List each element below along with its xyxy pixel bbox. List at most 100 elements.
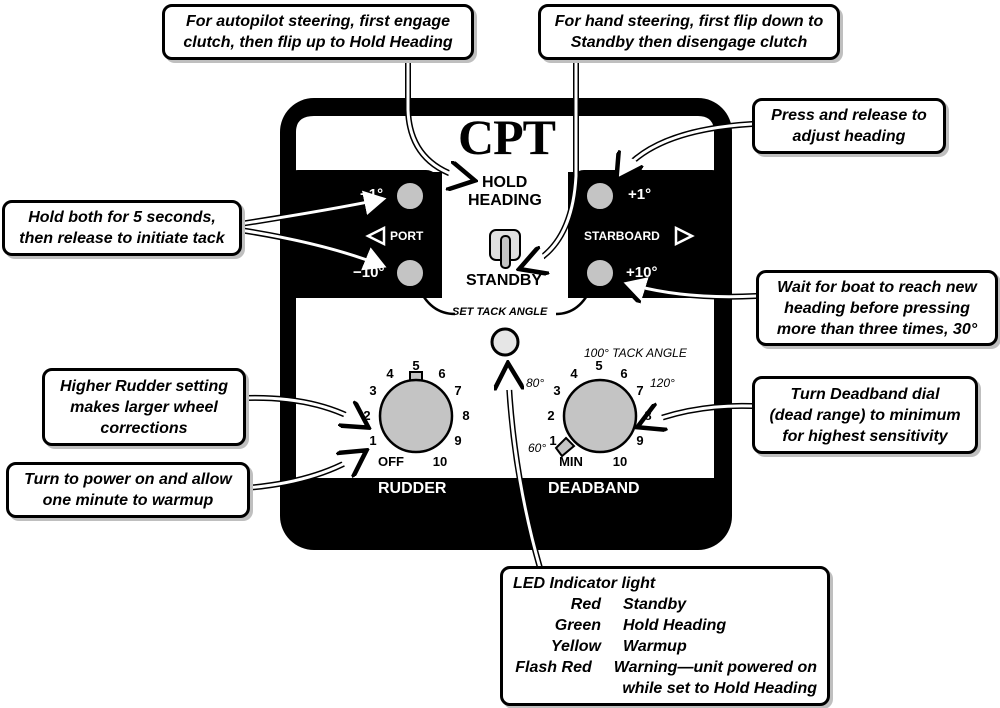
port-minus10-button[interactable] — [395, 258, 425, 288]
rudder-tick-1: 1 — [369, 433, 377, 448]
deadband-tick-4: 4 — [570, 366, 578, 381]
led-meaning-extra: while set to Hold Heading — [622, 680, 817, 697]
callout-wait-line2: heading before pressing — [784, 299, 970, 317]
led-meaning: Warning—unit powered on — [613, 659, 817, 676]
port-minus1-button[interactable] — [395, 181, 425, 211]
deadband-tick-1: 1 — [549, 433, 557, 448]
rudder-knob[interactable] — [378, 378, 454, 454]
callout-hand-line2: Standby then disengage clutch — [570, 34, 808, 51]
callout-autopilot-line1: For autopilot steering, first engage — [185, 13, 451, 30]
deadband-tick-6: 6 — [620, 366, 628, 381]
arrow-autopilot — [406, 58, 472, 180]
arrow-adjust — [618, 122, 754, 178]
led-color: Yellow — [550, 638, 601, 655]
port-arrow-icon — [365, 225, 386, 247]
callout-rudder-line1: Higher Rudder setting — [59, 377, 228, 395]
callout-adjust-line1: Press and release to — [771, 107, 927, 124]
callout-tack-line2: then release to initiate tack — [19, 230, 225, 247]
arrow-deadband — [640, 406, 754, 426]
led-title: LED Indicator light — [513, 575, 656, 592]
tack-angle-100: 100° TACK ANGLE — [584, 346, 687, 360]
callout-rudder-setting: Higher Rudder setting makes larger wheel… — [42, 368, 246, 446]
callout-tack-line1: Hold both for 5 seconds, — [28, 209, 216, 226]
callout-autopilot-line2: clutch, then flip up to Hold Heading — [183, 34, 453, 51]
callout-deadband-line1: Turn Deadband dial — [790, 385, 940, 403]
deadband-knob-pointer — [554, 436, 576, 458]
rudder-tick-2: 2 — [363, 408, 371, 423]
starboard-plus1-label: +1° — [628, 186, 652, 203]
rudder-tick-9: 9 — [454, 433, 462, 448]
led-row: Green Hold Heading — [513, 615, 817, 636]
led-color: Green — [554, 617, 601, 634]
arrow-led — [508, 366, 542, 570]
callout-deadband-line3: for highest sensitivity — [782, 427, 948, 445]
callout-adjust-line2: adjust heading — [792, 128, 906, 145]
port-label: PORT — [390, 229, 424, 243]
callout-hand-line1: For hand steering, first flip down to — [554, 13, 824, 30]
tack-connector-line-right — [555, 285, 594, 316]
starboard-plus10-button[interactable] — [585, 258, 615, 288]
callout-power-line1: Turn to power on and allow — [24, 471, 232, 488]
arrow-tack-1 — [238, 198, 388, 226]
deadband-tick-10: 10 — [612, 454, 628, 469]
deadband-tick-7: 7 — [636, 383, 644, 398]
callout-adjust: Press and release to adjust heading — [752, 98, 946, 154]
callout-deadband: Turn Deadband dial (dead range) to minim… — [752, 376, 978, 454]
port-minus10-label: −10° — [353, 264, 385, 281]
deadband-label: DEADBAND — [548, 480, 640, 497]
arrow-tack-2 — [238, 228, 388, 268]
port-minus1-label: −1° — [360, 186, 384, 203]
led-meaning: Standby — [623, 596, 687, 613]
deadband-tick-9: 9 — [636, 433, 644, 448]
hold-label-2: HEADING — [468, 192, 542, 209]
starboard-label: STARBOARD — [584, 229, 660, 243]
arrow-rudder-setting — [244, 396, 366, 426]
callout-wait: Wait for boat to reach new heading befor… — [756, 270, 998, 346]
toggle-switch-lever[interactable] — [500, 235, 511, 269]
led-row: Flash Red Warning—unit powered on — [513, 657, 817, 678]
callout-rudder-line2: makes larger wheel — [70, 398, 218, 416]
arrow-hand — [522, 58, 578, 268]
led-row: while set to Hold Heading — [513, 678, 817, 699]
tack-connector-line — [416, 285, 456, 316]
callout-wait-line3: more than three times, 30° — [776, 320, 978, 338]
hold-label-1: HOLD — [482, 174, 528, 191]
callout-hand: For hand steering, first flip down to St… — [538, 4, 840, 60]
deadband-tick-5: 5 — [595, 358, 603, 373]
starboard-plus10-label: +10° — [626, 264, 658, 281]
deadband-tick-min: MIN — [559, 454, 583, 469]
callout-rudder-line3: corrections — [100, 419, 188, 437]
tack-angle-120: 120° — [650, 376, 675, 390]
led-row: Red Standby — [513, 594, 817, 615]
rudder-tick-6: 6 — [438, 366, 446, 381]
rudder-tick-4: 4 — [386, 366, 394, 381]
callout-tack: Hold both for 5 seconds, then release to… — [2, 200, 242, 256]
callout-power: Turn to power on and allow one minute to… — [6, 462, 250, 518]
arrow-power — [244, 452, 364, 490]
arrow-wait — [622, 282, 758, 297]
standby-label: STANDBY — [466, 272, 543, 289]
deadband-tick-2: 2 — [547, 408, 555, 423]
led-indicator — [490, 327, 520, 357]
rudder-tick-8: 8 — [462, 408, 470, 423]
starboard-arrow-icon — [674, 225, 695, 247]
led-row: Yellow Warmup — [513, 636, 817, 657]
led-color: Flash Red — [515, 659, 592, 676]
deadband-knob[interactable] — [562, 378, 638, 454]
callout-power-line2: one minute to warmup — [42, 492, 214, 509]
brand-logo: CPT — [458, 109, 556, 165]
starboard-plus1-button[interactable] — [585, 181, 615, 211]
deadband-tick-8: 8 — [644, 408, 652, 423]
tack-angle-label: SET TACK ANGLE — [452, 306, 548, 318]
tack-angle-60: 60° — [528, 441, 547, 455]
callout-autopilot: For autopilot steering, first engage clu… — [162, 4, 474, 60]
callout-wait-line1: Wait for boat to reach new — [777, 278, 977, 296]
rudder-tick-10: 10 — [432, 454, 448, 469]
rudder-tick-7: 7 — [454, 383, 462, 398]
rudder-label: RUDDER — [378, 480, 447, 497]
rudder-tick-off: OFF — [378, 454, 404, 469]
led-color: Red — [570, 596, 601, 613]
rudder-tick-3: 3 — [369, 383, 377, 398]
deadband-tick-3: 3 — [553, 383, 561, 398]
